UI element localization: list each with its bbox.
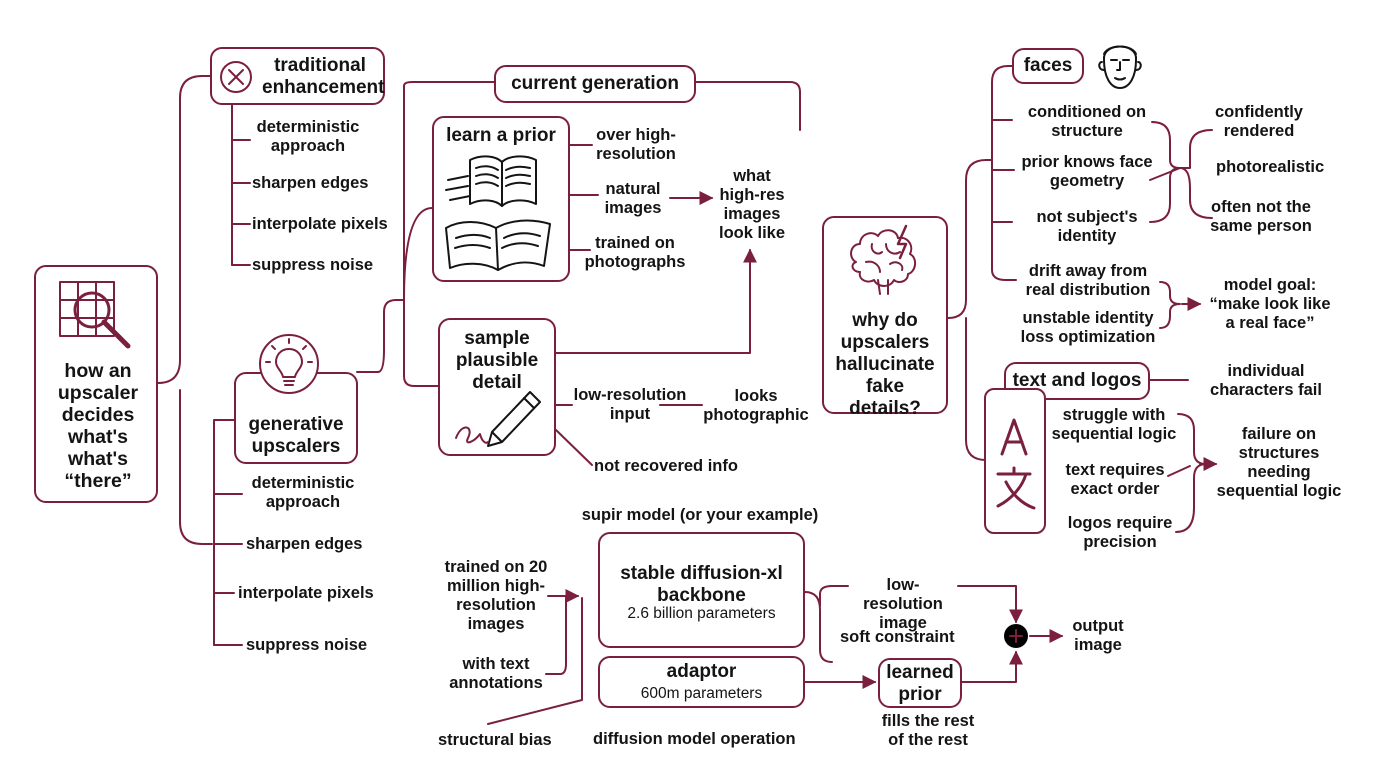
sample-note: not recovered info: [594, 457, 738, 475]
magnifier-grid-icon: [56, 276, 136, 352]
lowres-image: low-resolution image: [863, 576, 943, 632]
generative-item-2: sharpen edges: [246, 535, 363, 553]
face-icon: [1094, 34, 1146, 94]
root-label: how an upscaler decides what's what's “t…: [57, 360, 139, 492]
output-image: output image: [1072, 617, 1124, 654]
faces-result-1: confidently rendered: [1214, 103, 1303, 140]
supir-input-2: with text annotations: [449, 655, 543, 692]
faces-result-2: photorealistic: [1216, 158, 1325, 176]
faces-item-1: conditioned on structure: [1027, 103, 1147, 140]
brain-lightning-icon: [842, 222, 926, 300]
learned-prior-title: learned prior: [886, 662, 954, 705]
supir-heading: supir model (or your example): [581, 506, 819, 524]
traditional-item-2: sharpen edges: [252, 174, 369, 192]
x-circle-icon: [218, 59, 254, 95]
generative-title: generative upscalers: [248, 414, 344, 457]
faces-item-2: prior knows face geometry: [1021, 153, 1153, 190]
root-node: [34, 265, 158, 503]
faces-item-3: not subject's identity: [1036, 208, 1138, 245]
sample-input: low-resolution input: [573, 386, 687, 423]
adaptor-node: [598, 656, 805, 708]
high-res-target: what high-res images look like: [718, 167, 786, 242]
diffusion-operation: diffusion model operation: [593, 730, 796, 748]
faces-goal: model goal: “make look like a real face”: [1209, 276, 1331, 332]
text-failure: failure on structures needing sequential…: [1216, 425, 1342, 500]
traditional-item-4: suppress noise: [252, 256, 374, 274]
why-node: [822, 216, 948, 414]
faces-drift-2: unstable identity loss optimization: [1020, 309, 1156, 346]
learned-prior-node: [878, 658, 962, 708]
pencil-icon: [452, 386, 546, 448]
traditional-item-3: interpolate pixels: [252, 215, 388, 233]
generative-node: [234, 372, 358, 464]
lightbulb-icon: [258, 333, 320, 395]
traditional-item-1: deterministic approach: [256, 118, 360, 155]
open-books-icon: [440, 150, 562, 276]
translate-icon-frame: [984, 388, 1046, 534]
text-individual: individual characters fail: [1210, 362, 1322, 399]
generative-item-4: suppress noise: [246, 636, 368, 654]
translate-icon: [990, 416, 1042, 516]
sample-detail-title: sample plausible detail: [455, 328, 539, 393]
adaptor-title: adaptor: [666, 661, 737, 682]
prior-item-3: trained on photographs: [584, 234, 686, 271]
structural-bias: structural bias: [438, 731, 552, 749]
adaptor-params: 600m parameters: [640, 685, 763, 702]
faces-title: faces: [1023, 55, 1073, 76]
backbone-node: [598, 532, 805, 648]
prior-item-2: natural images: [604, 180, 662, 217]
sample-result: looks photographic: [703, 387, 809, 424]
text-item-1: struggle with sequential logic: [1051, 406, 1177, 443]
traditional-title: traditional enhancement: [262, 55, 385, 98]
text-item-3: logos require precision: [1067, 514, 1173, 551]
generative-item-3: interpolate pixels: [238, 584, 374, 602]
text-logos-title: text and logos: [1012, 370, 1142, 391]
learn-prior-title: learn a prior: [446, 125, 556, 146]
why-label: why do upscalers hallucinate fake detail…: [835, 310, 935, 419]
text-item-2: text requires exact order: [1065, 461, 1165, 498]
faces-drift-1: drift away from real distribution: [1025, 262, 1151, 299]
faces-result-3: often not the same person: [1210, 198, 1312, 235]
text-logos-node: [1004, 362, 1150, 400]
traditional-node: [210, 47, 385, 105]
backbone-params: 2.6 billion parameters: [627, 605, 776, 622]
soft-constraint: soft constraint: [840, 628, 955, 646]
prior-item-1: over high-resolution: [596, 126, 676, 163]
fills-rest: fills the rest of the rest: [881, 712, 975, 749]
faces-node: [1012, 48, 1084, 84]
backbone-title: stable diffusion-xl backbone: [620, 563, 783, 606]
supir-input-1: trained on 20 million high-resolution im…: [444, 558, 548, 633]
generative-item-1: deterministic approach: [251, 474, 355, 511]
current-generation-title: current generation: [511, 73, 679, 94]
current-generation-node: [494, 65, 696, 103]
